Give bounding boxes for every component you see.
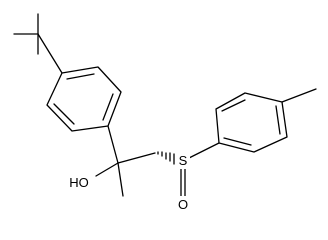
atom-labels: S O HO: [69, 152, 190, 213]
ring-lower-double-1: [221, 99, 246, 112]
ring-upper-double-1: [66, 73, 95, 80]
ring-upper-double-3: [53, 103, 75, 125]
hashed-wedge-bond: [157, 151, 179, 168]
ring-upper-benzene: [46, 66, 122, 132]
ring-lower-benzene: [215, 92, 288, 153]
bond-tbutyl-ring: [37, 33, 63, 74]
bond-ring-methyl: [281, 88, 317, 103]
chemical-structure: S O HO: [13, 13, 317, 213]
bonds: [13, 13, 317, 199]
oxygen-label: O: [178, 197, 188, 212]
bond-c-methyl: [117, 162, 124, 197]
hydroxyl-label: HO: [69, 175, 89, 190]
bond-ring-quaternary-c: [107, 125, 119, 164]
ring-lower-double-2: [275, 105, 281, 135]
sulfur-label: S: [179, 153, 188, 168]
ring-upper-double-2: [102, 93, 114, 121]
ring-lower-double-3: [223, 137, 252, 146]
bond-c-ch2: [117, 152, 156, 164]
bond-c-oh: [95, 162, 119, 177]
bond-s-ring: [188, 142, 220, 159]
